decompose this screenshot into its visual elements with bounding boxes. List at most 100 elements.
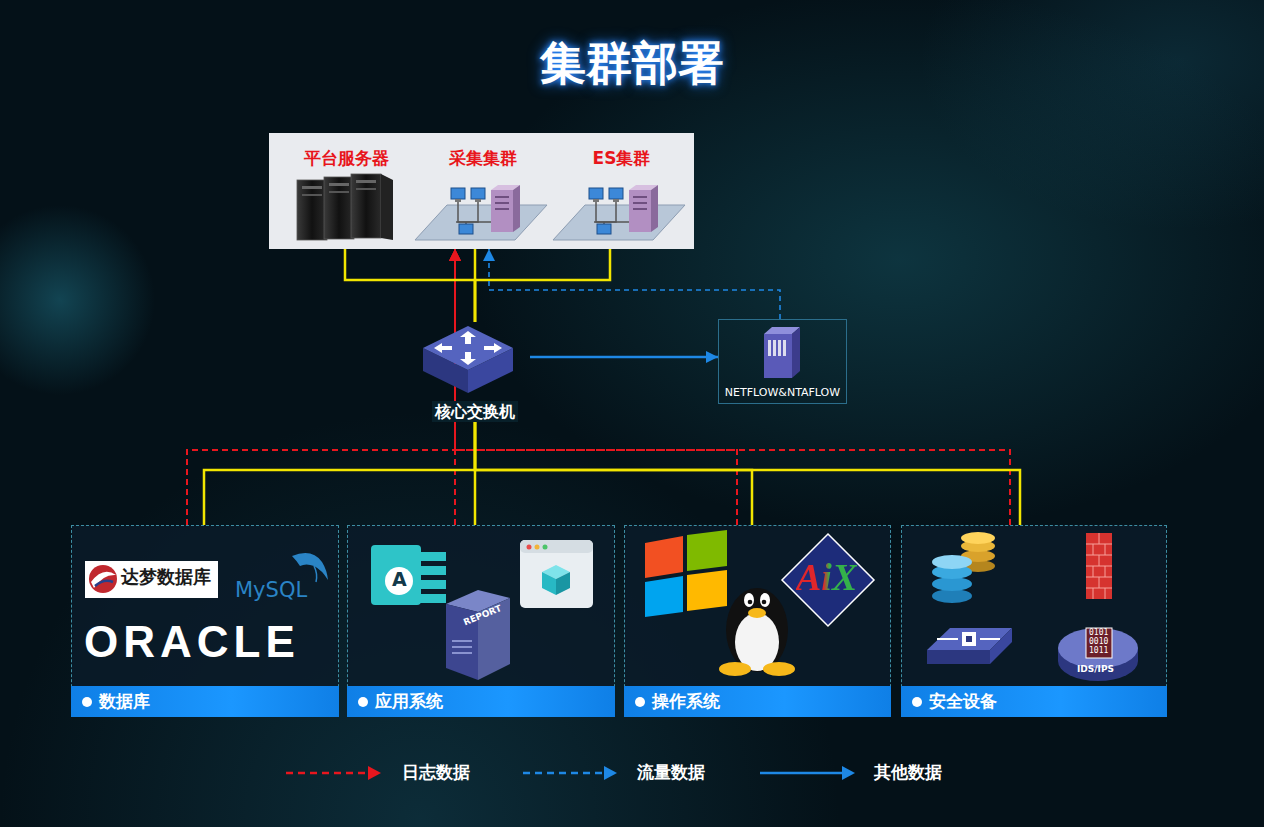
bullet-dot xyxy=(358,697,368,707)
legend-text: 日志数据 xyxy=(402,762,470,782)
legend-text: 其他数据 xyxy=(874,762,942,782)
encryption-device-icon xyxy=(927,628,1012,664)
server-icon xyxy=(329,183,349,186)
firewall-icon xyxy=(1093,588,1094,599)
switch-icon xyxy=(423,326,513,393)
windows-logo xyxy=(645,530,727,617)
browser-window-icon xyxy=(520,540,593,608)
firewall-icon xyxy=(1099,555,1100,566)
firewall-icon xyxy=(1086,533,1112,599)
node-label: ES集群 xyxy=(593,148,651,168)
legend-sample xyxy=(760,772,843,775)
switch-icon xyxy=(484,343,502,353)
footer-bar: 数据库 xyxy=(71,686,339,717)
windows-logo xyxy=(645,576,683,617)
windows-logo xyxy=(687,570,727,611)
bullet-dot xyxy=(912,697,922,707)
firewall-icon xyxy=(1105,566,1106,577)
connector-line xyxy=(455,249,737,525)
flow-device-icon xyxy=(783,340,786,356)
panel-ground xyxy=(347,525,615,717)
server-icon xyxy=(302,194,322,196)
icon-letter: A xyxy=(392,569,407,591)
legend-sample xyxy=(286,766,855,780)
node-label: 采集集群 xyxy=(449,148,517,168)
tux-icon xyxy=(735,613,779,671)
server-icon xyxy=(329,191,349,193)
brand-logo-text: AiX xyxy=(796,556,857,600)
category-panel: 操作系统 xyxy=(624,525,891,717)
storage-icon xyxy=(932,555,972,569)
mysql-dolphin xyxy=(314,566,317,582)
switch-icon xyxy=(434,331,502,365)
tux-icon xyxy=(719,588,795,676)
legend-sample xyxy=(368,766,381,780)
browser-window-icon xyxy=(542,572,556,595)
panel-title: 操作系统 xyxy=(652,690,720,713)
node-label: 核心交换机 xyxy=(432,401,518,422)
server-icon xyxy=(297,174,393,240)
report-server-icon xyxy=(452,646,472,648)
panel-ground xyxy=(71,525,339,717)
legend-sample xyxy=(604,766,617,780)
connector-line xyxy=(204,422,475,525)
bullet-dot xyxy=(635,697,645,707)
device-label: IDS/IPS xyxy=(1077,664,1114,674)
firewall-icon xyxy=(1099,533,1100,544)
bullet-dot xyxy=(81,696,93,708)
cluster-icon xyxy=(415,185,547,240)
switch-node: 核心交换机 xyxy=(420,322,530,422)
footer-bar: 操作系统 xyxy=(624,686,891,717)
legend-text: 流量数据 xyxy=(637,762,705,782)
server-group: 平台服务器 xyxy=(283,138,410,249)
cluster-group: 采集集群 xyxy=(415,138,550,249)
footer-bar: 安全设备 xyxy=(901,686,1167,717)
aix-logo xyxy=(782,534,874,626)
connector-line xyxy=(187,249,455,525)
mysql-dolphin xyxy=(292,553,328,582)
storage-icon xyxy=(932,589,972,603)
connector-line xyxy=(475,422,1020,525)
footer-bar: 应用系统 xyxy=(347,686,615,717)
server-icon xyxy=(356,188,376,190)
dameng-logo xyxy=(89,565,117,593)
legend-sample xyxy=(523,772,605,775)
firewall-icon xyxy=(1105,544,1106,555)
server-icon xyxy=(356,180,376,183)
top-panel xyxy=(269,133,694,249)
browser-window-icon xyxy=(543,545,548,550)
binary-text: 0101 0010 1011 xyxy=(1089,629,1110,655)
mysql-dolphin xyxy=(292,553,328,580)
flow-device-icon xyxy=(778,340,781,356)
ids-ips-icon xyxy=(1058,628,1138,681)
encryption-device-icon xyxy=(962,632,976,646)
brand-logo-text: 达梦数据库 xyxy=(121,567,211,588)
tux-icon xyxy=(748,608,766,618)
legend-sample xyxy=(842,766,855,780)
ids-ips-icon xyxy=(1086,628,1112,658)
encryption-device-icon xyxy=(980,638,1000,640)
brand-logo-text: ORACLE xyxy=(84,617,300,668)
flow-device-box: NETFLOW&NTAFLOW xyxy=(718,319,847,404)
tux-icon xyxy=(719,662,751,676)
panel-title: 安全设备 xyxy=(929,690,997,713)
storage-icon xyxy=(932,532,995,603)
mail-app-icon xyxy=(420,594,446,603)
connector-line xyxy=(345,249,475,322)
server-icon xyxy=(324,177,354,239)
flow-device-icon xyxy=(792,327,800,378)
panel-ground xyxy=(901,525,1167,717)
firewall-icon xyxy=(1105,588,1106,599)
mail-app-icon xyxy=(420,566,446,575)
encryption-device-icon xyxy=(966,636,972,642)
ids-ips-icon xyxy=(1058,628,1138,668)
tux-icon xyxy=(744,593,754,607)
connector-line xyxy=(475,249,610,322)
legend-sample xyxy=(286,772,370,775)
server-icon xyxy=(351,174,381,238)
tux-icon xyxy=(760,593,770,607)
brand-logo-text: MySQL xyxy=(235,578,307,602)
mail-app-icon xyxy=(420,552,446,561)
windows-logo xyxy=(645,536,683,578)
